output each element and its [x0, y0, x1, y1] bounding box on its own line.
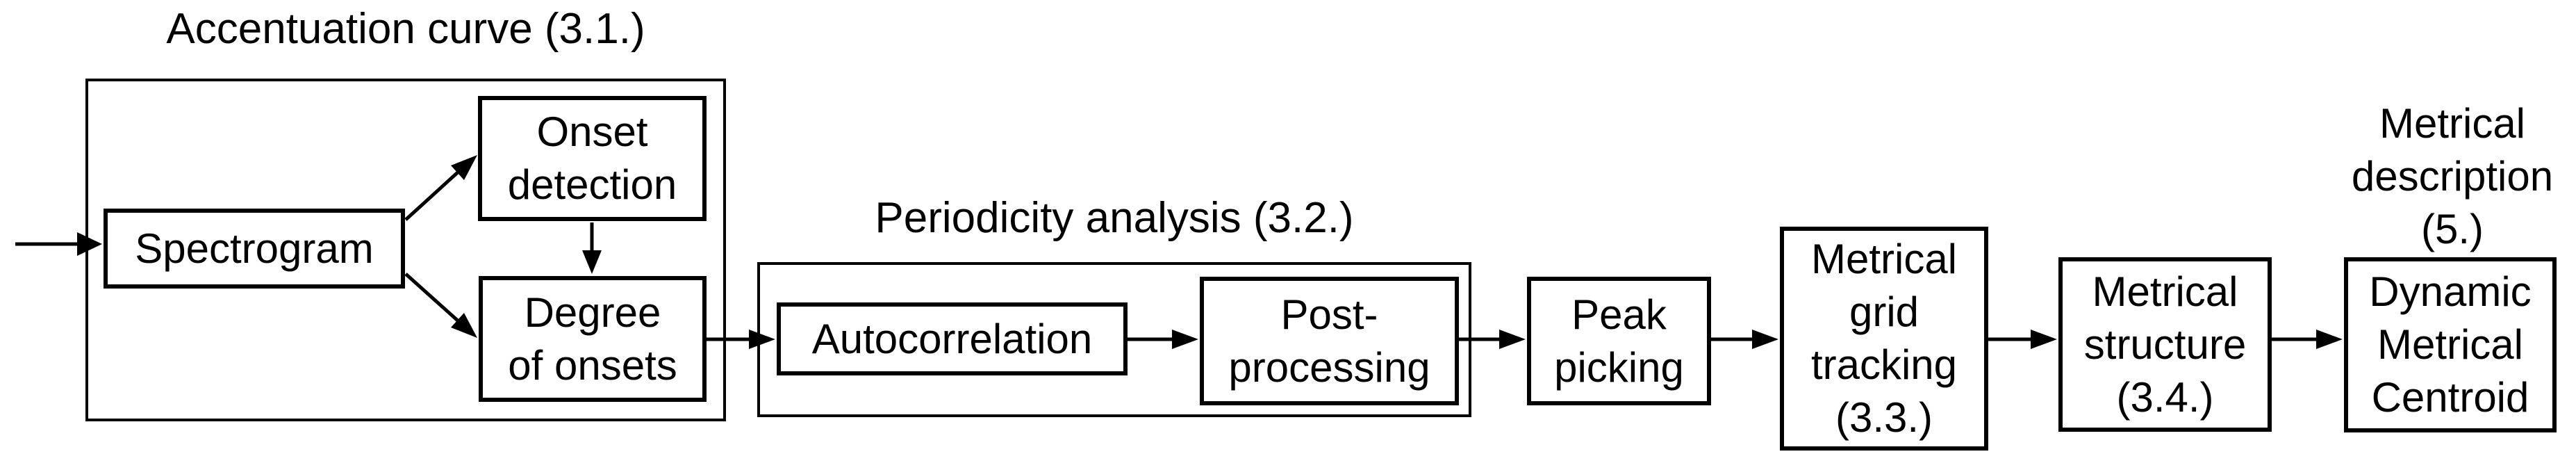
node-dynamic-metrical-centroid: Dynamic Metrical Centroid	[2344, 257, 2557, 432]
arrow-spectrogram-to-degree-of-onsets	[404, 273, 477, 338]
node-label: Metrical grid tracking (3.3.)	[1810, 236, 1958, 441]
node-label: Degree of onsets	[508, 289, 677, 389]
node-spectrogram: Spectrogram	[104, 209, 405, 289]
arrow-metrical-grid-tracking-to-metrical-structure	[1988, 330, 2057, 349]
node-peak-picking: Peak picking	[1527, 277, 1711, 405]
node-label: Onset detection	[507, 108, 677, 208]
group-title-accentuation-curve: Accentuation curve (3.1.)	[166, 5, 645, 53]
node-label: Dynamic Metrical Centroid	[2369, 268, 2532, 421]
node-metrical-grid-tracking: Metrical grid tracking (3.3.)	[1780, 227, 1988, 451]
node-label: Post- processing	[1228, 291, 1430, 391]
node-post-processing: Post- processing	[1200, 277, 1459, 405]
arrow-onset-detection-to-degree-of-onsets	[582, 222, 602, 274]
node-onset-detection: Onset detection	[478, 96, 707, 221]
arrow-peak-picking-to-metrical-grid-tracking	[1711, 330, 1778, 349]
node-autocorrelation: Autocorrelation	[777, 302, 1128, 375]
arrow-spectrogram-to-onset-detection	[404, 155, 477, 221]
group-title-periodicity-analysis: Periodicity analysis (3.2.)	[875, 194, 1354, 242]
node-label: Spectrogram	[135, 225, 374, 272]
arrow-input	[15, 232, 102, 256]
node-label: Peak picking	[1554, 291, 1684, 391]
arrow-degree-of-onsets-to-autocorrelation	[707, 330, 775, 349]
label-metrical-description: Metrical description (5.)	[2351, 100, 2554, 252]
node-label: Metrical structure (3.4.)	[2083, 268, 2247, 421]
node-label: Autocorrelation	[811, 315, 1093, 362]
node-degree-of-onsets: Degree of onsets	[479, 276, 707, 402]
arrow-autocorrelation-to-post-processing	[1128, 330, 1198, 349]
node-metrical-structure: Metrical structure (3.4.)	[2058, 257, 2272, 432]
arrow-post-processing-to-peak-picking	[1459, 330, 1526, 349]
arrow-metrical-structure-to-dynamic-metrical-centroid	[2272, 330, 2343, 349]
